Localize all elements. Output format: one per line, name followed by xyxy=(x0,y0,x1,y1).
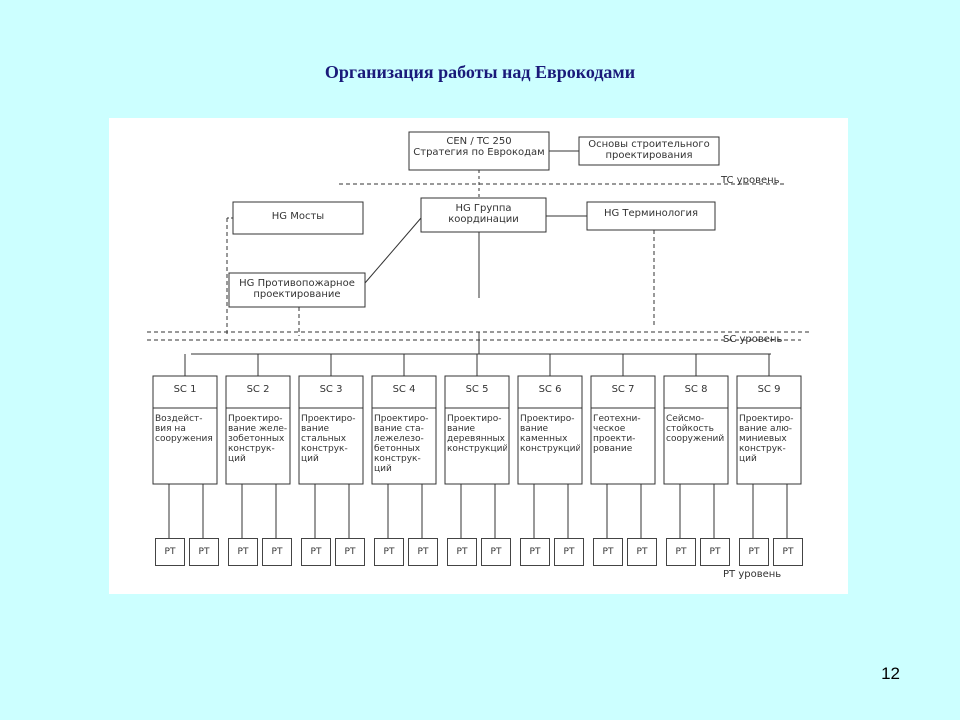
sc-box xyxy=(663,375,729,485)
hg-terminology-label: HG Терминология xyxy=(603,208,699,219)
sc-3: SC 3 Проектиро- вание стальных конструк- … xyxy=(299,376,363,484)
sc-description: Воздейст- вия на сооружения xyxy=(155,414,213,444)
sc-box xyxy=(736,375,802,485)
diagram-lines xyxy=(147,131,809,538)
pt-box: PT xyxy=(262,538,292,566)
pt-box: PT xyxy=(666,538,696,566)
sc-1: SC 1 Воздейст- вия на сооружения xyxy=(153,376,217,484)
pt-box: PT xyxy=(447,538,477,566)
sc-code: SC 4 xyxy=(392,384,416,395)
slide-title: Организация работы над Еврокодами xyxy=(324,62,636,82)
pt-box: PT xyxy=(739,538,769,566)
sc-description: Геотехни- ческое проекти- рование xyxy=(593,414,641,454)
page-number: 12 xyxy=(881,664,900,683)
pt-box: PT xyxy=(301,538,331,566)
sc-box xyxy=(517,375,583,485)
pt-box: PT xyxy=(408,538,438,566)
pt-box: PT xyxy=(228,538,258,566)
pt-box: PT xyxy=(335,538,365,566)
hg-fire-label: HG Противопожарное проектирование xyxy=(239,278,355,300)
sc-level-label: SC уровень xyxy=(723,334,783,345)
pt-box: PT xyxy=(627,538,657,566)
sc-box xyxy=(590,375,656,485)
pt-box: PT xyxy=(155,538,185,566)
sc-description: Проектиро- вание стальных конструк- ций xyxy=(301,414,356,464)
sc-8: SC 8 Сейсмо- стойкость сооружений xyxy=(664,376,728,484)
pt-level-label: PT уровень xyxy=(723,569,782,580)
basis-label: Основы строительного проектирования xyxy=(588,139,710,161)
sc-7: SC 7 Геотехни- ческое проекти- рование xyxy=(591,376,655,484)
sc-code: SC 9 xyxy=(757,384,781,395)
eurocode-org-diagram: CEN / TC 250 Стратегия по Еврокодам Осно… xyxy=(109,118,848,594)
sc-9: SC 9 Проектиро- вание алю- миниевых конст… xyxy=(737,376,801,484)
sc-box xyxy=(371,375,437,485)
sc-code: SC 5 xyxy=(465,384,489,395)
sc-code: SC 3 xyxy=(319,384,343,395)
sc-description: Проектиро- вание деревянных конструкций xyxy=(447,414,507,454)
sc-code: SC 2 xyxy=(246,384,270,395)
pt-box: PT xyxy=(374,538,404,566)
pt-box: PT xyxy=(593,538,623,566)
cen-tc250-label: CEN / TC 250 Стратегия по Еврокодам xyxy=(413,136,545,158)
sc-code: SC 1 xyxy=(173,384,197,395)
sc-box xyxy=(298,375,364,485)
pt-box: PT xyxy=(700,538,730,566)
pt-box: PT xyxy=(554,538,584,566)
sc-description: Проектиро- вание желе- зобетонных констр… xyxy=(228,414,288,464)
sc-box xyxy=(152,375,218,485)
sc-description: Сейсмо- стойкость сооружений xyxy=(666,414,725,444)
pt-box: PT xyxy=(189,538,219,566)
sc-description: Проектиро- вание ста- лежелезо- бетонных… xyxy=(374,414,429,474)
sc-box xyxy=(444,375,510,485)
sc-4: SC 4 Проектиро- вание ста- лежелезо- бето… xyxy=(372,376,436,484)
sc-2: SC 2 Проектиро- вание желе- зобетонных ко… xyxy=(226,376,290,484)
tc-level-label: TC уровень xyxy=(721,175,780,186)
sc-code: SC 8 xyxy=(684,384,708,395)
sc-6: SC 6 Проектиро- вание каменных конструкци… xyxy=(518,376,582,484)
hg-coordination-label: HG Группа координации xyxy=(448,203,519,225)
hg-fire-box xyxy=(228,272,366,308)
sc-5: SC 5 Проектиро- вание деревянных конструк… xyxy=(445,376,509,484)
pt-box: PT xyxy=(520,538,550,566)
sc-code: SC 6 xyxy=(538,384,562,395)
hg-bridges-label: HG Мосты xyxy=(271,211,325,222)
pt-box: PT xyxy=(773,538,803,566)
sc-description: Проектиро- вание алю- миниевых конструк-… xyxy=(739,414,794,464)
hg-coordination-box xyxy=(420,197,547,233)
pt-box: PT xyxy=(481,538,511,566)
sc-description: Проектиро- вание каменных конструкций xyxy=(520,414,580,454)
sc-code: SC 7 xyxy=(611,384,635,395)
sc-box xyxy=(225,375,291,485)
